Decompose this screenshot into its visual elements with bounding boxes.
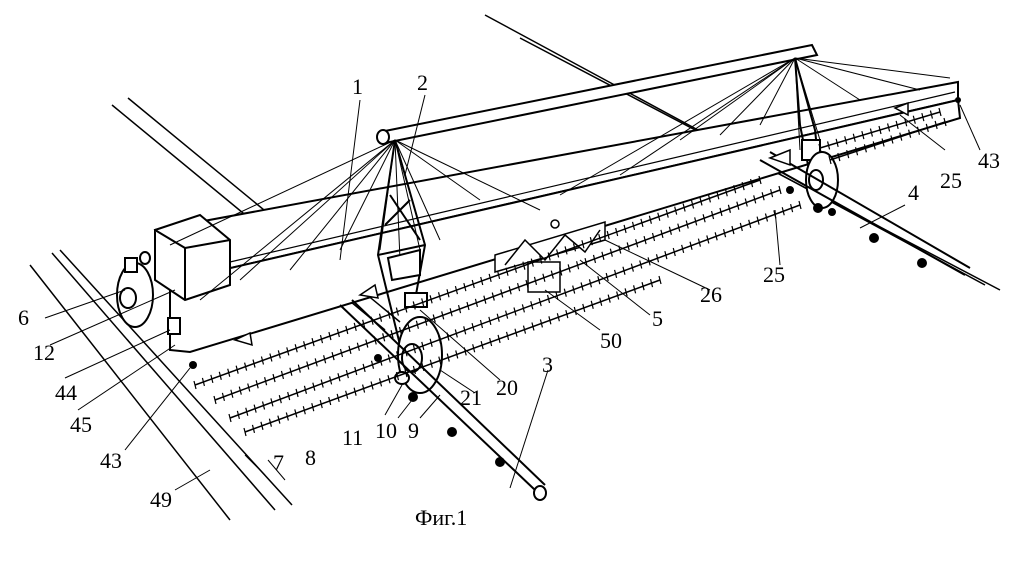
callout-26: 26: [700, 282, 722, 307]
callout-25-right: 25: [940, 168, 962, 193]
leader-lines: [44, 94, 981, 491]
upper-guide-rail: [376, 43, 819, 145]
callout-43-right: 43: [978, 148, 1000, 173]
callout-5: 5: [652, 306, 663, 331]
callout-45: 45: [70, 412, 92, 437]
callout-8: 8: [305, 445, 316, 470]
pipe-rear: [759, 151, 971, 276]
callout-20: 20: [496, 375, 518, 400]
main-beam: [153, 80, 962, 354]
corner-pins: [189, 97, 961, 369]
callout-2: 2: [417, 70, 428, 95]
callout-25-center: 25: [763, 262, 785, 287]
fixtures: [232, 101, 909, 347]
figure-caption: Фиг.1: [415, 505, 467, 530]
callout-3: 3: [542, 352, 553, 377]
callout-7: 7: [273, 450, 284, 475]
callout-43-left: 43: [100, 448, 122, 473]
callout-11: 11: [342, 425, 363, 450]
right-drive-wheel: [805, 151, 839, 213]
callout-9: 9: [408, 418, 419, 443]
callout-1: 1: [352, 74, 363, 99]
callout-10: 10: [375, 418, 397, 443]
callout-50: 50: [600, 328, 622, 353]
end-wheel: [116, 251, 181, 335]
end-box: [154, 213, 231, 302]
callout-12: 12: [33, 340, 55, 365]
callout-6: 6: [18, 305, 29, 330]
right-rope-stays: [559, 57, 951, 196]
callout-4: 4: [908, 180, 919, 205]
callout-49: 49: [150, 487, 172, 512]
callout-21: 21: [460, 385, 482, 410]
callout-44: 44: [55, 380, 77, 405]
